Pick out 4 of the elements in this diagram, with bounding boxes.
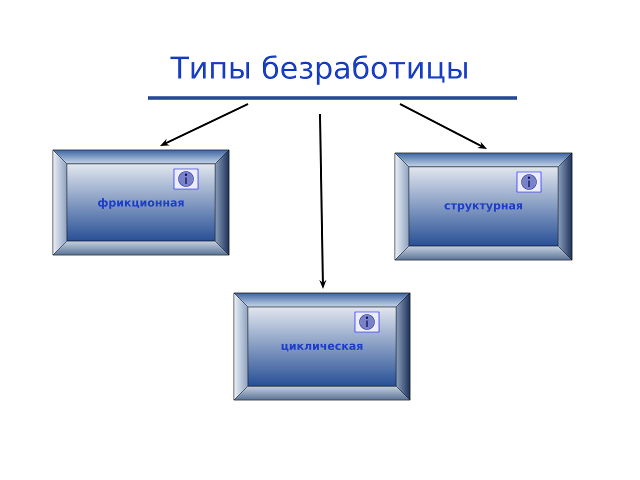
- beveled-button: фрикционная: [52, 150, 230, 256]
- title-heading: Типы безработицы: [148, 55, 517, 100]
- beveled-button: структурная: [394, 152, 572, 260]
- beveled-button: циклическая: [234, 292, 410, 400]
